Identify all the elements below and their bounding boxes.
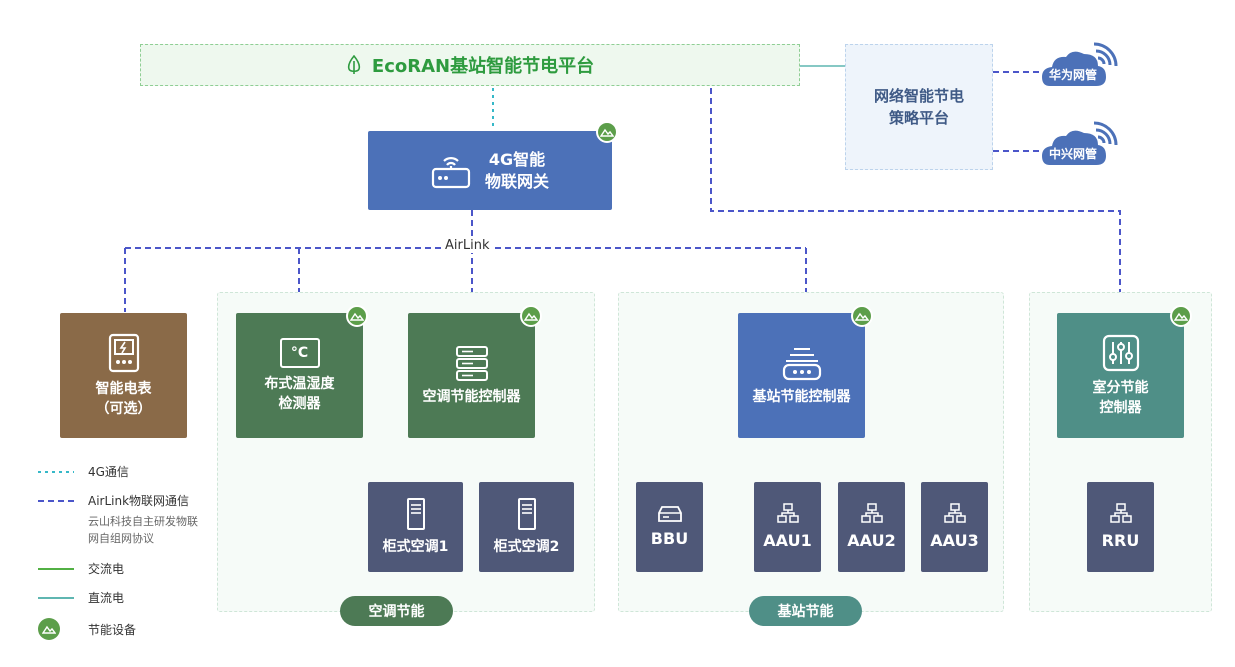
strategy-platform: 网络智能节电 策略平台	[845, 44, 993, 170]
bs-controller: 基站节能控制器	[738, 313, 865, 438]
legend-device-label: 节能设备	[88, 622, 137, 637]
aau2-unit: AAU2	[838, 482, 905, 572]
router-icon	[431, 156, 471, 188]
aau3-label: AAU3	[930, 531, 979, 550]
ecoran-platform: EcoRAN基站智能节电平台	[140, 44, 800, 86]
energy-device-badge-icon	[346, 305, 368, 327]
legend-airlink: AirLink物联网通信	[38, 492, 189, 509]
sensor-icon-text: °C	[290, 344, 309, 361]
bs-zone-label: 基站节能	[749, 596, 862, 626]
thermometer-icon: °C	[279, 337, 320, 368]
cabinet-ac-1-label: 柜式空调1	[382, 539, 449, 555]
platform-indoor-link	[710, 88, 1121, 312]
energy-device-badge-icon	[38, 618, 60, 640]
aau2-label: AAU2	[847, 531, 896, 550]
iot-gateway: 4G智能 物联网关	[368, 131, 612, 210]
teal-line-swatch	[38, 596, 74, 599]
antenna-unit-icon	[860, 503, 883, 523]
strategy-line2: 策略平台	[888, 109, 949, 127]
legend-dc-label: 直流电	[88, 591, 125, 605]
legend-device-swatch	[38, 618, 74, 640]
legend-ac-label: 交流电	[88, 562, 125, 576]
meter-line2: （可选）	[95, 400, 152, 417]
cabinet-ac-1: 柜式空调1	[368, 482, 463, 572]
sensor-line1: 布式温湿度	[264, 375, 335, 392]
dashed-line-swatch	[38, 499, 74, 502]
legend-dc-power: 直流电	[38, 589, 124, 606]
bbu-icon	[657, 506, 682, 522]
server-icon	[455, 345, 488, 381]
meter-line1: 智能电表	[95, 380, 152, 397]
cabinet-ac-2: 柜式空调2	[479, 482, 574, 572]
platform-title: EcoRAN基站智能节电平台	[371, 56, 595, 77]
cabinet-ac-icon	[406, 498, 425, 530]
ac-zone-label: 空调节能	[340, 596, 453, 626]
airlink-label: AirLink	[441, 238, 494, 253]
sensor-line2: 检测器	[278, 395, 321, 412]
legend-device: 节能设备	[38, 618, 136, 640]
bbu-unit: BBU	[636, 482, 703, 572]
legend-ac-power: 交流电	[38, 560, 124, 577]
aau1-unit: AAU1	[754, 482, 821, 572]
indoor-controller: 室分节能 控制器	[1057, 313, 1184, 438]
antenna-unit-icon	[1109, 503, 1132, 523]
energy-device-badge-icon	[596, 121, 618, 143]
rru-unit: RRU	[1087, 482, 1154, 572]
energy-device-badge-icon	[520, 305, 542, 327]
sliders-icon	[1102, 334, 1139, 371]
cloud-wifi-icon	[1042, 42, 1118, 86]
dotted-line-swatch	[38, 470, 74, 473]
smart-meter: 智能电表 （可选）	[60, 313, 187, 438]
indoor-line2: 控制器	[1099, 399, 1142, 416]
gateway-line2: 物联网关	[484, 171, 549, 191]
cabinet-ac-icon	[517, 498, 536, 530]
bbu-label: BBU	[650, 529, 689, 548]
legend-airlink-label: AirLink物联网通信	[88, 494, 190, 508]
ac-controller-label: 空调节能控制器	[422, 388, 521, 405]
zte-cloud: 中兴网管	[1040, 121, 1118, 171]
antenna-unit-icon	[776, 503, 799, 523]
legend-4g: 4G通信	[38, 463, 129, 480]
green-line-swatch	[38, 567, 74, 570]
cabinet-ac-2-label: 柜式空调2	[493, 539, 560, 555]
huawei-label: 华为网管	[1048, 68, 1097, 82]
aau3-unit: AAU3	[921, 482, 988, 572]
energy-device-badge-icon	[1170, 305, 1192, 327]
huawei-cloud: 华为网管	[1040, 42, 1118, 92]
ac-controller: 空调节能控制器	[408, 313, 535, 438]
controller-hub-icon	[782, 347, 821, 380]
legend-airlink-desc1: 云山科技自主研发物联	[88, 515, 198, 528]
meter-icon	[108, 333, 139, 372]
gateway-line1: 4G智能	[488, 149, 546, 169]
bs-controller-label: 基站节能控制器	[752, 388, 851, 405]
legend-airlink-desc: 云山科技自主研发物联 网自组网协议	[88, 513, 198, 547]
indoor-line1: 室分节能	[1092, 379, 1149, 396]
legend-4g-label: 4G通信	[88, 465, 129, 479]
cloud-wifi-icon	[1042, 121, 1118, 165]
energy-device-badge-icon	[851, 305, 873, 327]
antenna-unit-icon	[943, 503, 966, 523]
rru-label: RRU	[1101, 531, 1140, 550]
aau1-label: AAU1	[763, 531, 812, 550]
temp-humidity-sensor: °C 布式温湿度 检测器	[236, 313, 363, 438]
zte-label: 中兴网管	[1048, 147, 1097, 161]
legend-airlink-desc2: 网自组网协议	[88, 532, 154, 545]
leaf-icon	[347, 55, 361, 74]
strategy-line1: 网络智能节电	[873, 87, 964, 105]
